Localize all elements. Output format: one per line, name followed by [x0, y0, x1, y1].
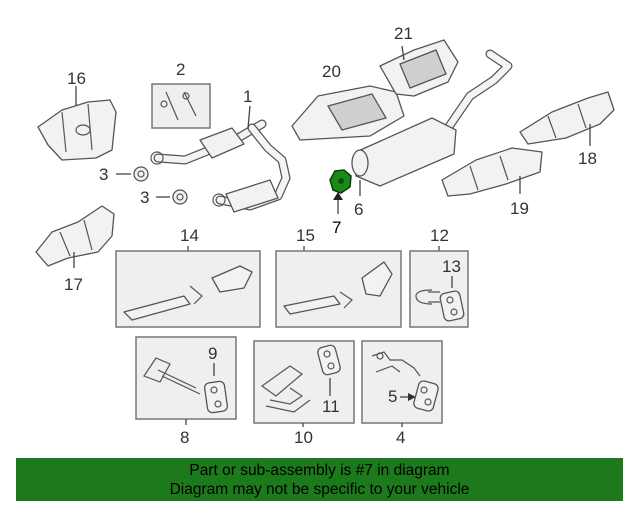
part-18-heat-shield[interactable] — [519, 91, 615, 145]
part-15-shields — [283, 261, 393, 315]
callout-6: 6 — [354, 200, 363, 219]
part-12-u-bolt — [415, 289, 440, 305]
callout-1: 1 — [243, 87, 252, 106]
part-3-nut-upper[interactable] — [133, 166, 149, 182]
part-14-shields — [123, 265, 253, 321]
callout-12: 12 — [430, 226, 449, 245]
callout-8: 8 — [180, 428, 189, 447]
part-4-hanger — [371, 351, 421, 377]
part-2-bolts — [160, 91, 197, 121]
part-6-muffler[interactable] — [351, 49, 513, 187]
callout-11: 11 — [322, 397, 340, 416]
callout-4: 4 — [396, 428, 405, 447]
part-3-nut-lower[interactable] — [172, 189, 188, 205]
part-1-catalytic-y-pipe[interactable] — [150, 119, 291, 213]
callout-7: 7 — [332, 218, 341, 237]
callout-19: 19 — [510, 199, 529, 218]
part-11-isolator[interactable] — [317, 344, 342, 376]
callout-13: 13 — [442, 257, 461, 276]
part-2-bolts-box[interactable] — [151, 83, 211, 129]
callout-15: 15 — [296, 226, 315, 245]
callout-3a: 3 — [99, 165, 108, 184]
part-20-heat-shield[interactable] — [291, 85, 405, 141]
arrow-7 — [333, 192, 343, 200]
callout-18: 18 — [578, 149, 597, 168]
info-banner: Part or sub-assembly is #7 in diagram Di… — [16, 458, 623, 501]
part-9-isolator[interactable] — [204, 380, 228, 414]
callout-9: 9 — [208, 344, 217, 363]
part-5-isolator[interactable] — [413, 380, 440, 412]
callout-3b: 3 — [140, 188, 149, 207]
callout-14: 14 — [180, 226, 199, 245]
part-16-heat-shield[interactable] — [37, 99, 117, 161]
part-7-highlighted-hanger[interactable] — [329, 169, 352, 194]
leader-1 — [247, 105, 251, 129]
leader-21 — [401, 45, 405, 61]
callout-21: 21 — [394, 24, 413, 43]
part-19-heat-shield[interactable] — [441, 147, 543, 197]
arrow-5 — [408, 393, 416, 401]
callout-17: 17 — [64, 275, 83, 294]
part-8-bracket — [143, 357, 201, 395]
part-17-heat-shield[interactable] — [35, 205, 115, 267]
callout-10: 10 — [294, 428, 313, 447]
callout-20: 20 — [322, 62, 341, 81]
callout-2: 2 — [176, 60, 185, 79]
part-13-isolator[interactable] — [439, 290, 465, 322]
part-10-hanger — [260, 365, 311, 413]
banner-line-1: Part or sub-assembly is #7 in diagram — [189, 462, 450, 479]
callout-16: 16 — [67, 69, 86, 88]
part-21-heat-shield[interactable] — [379, 39, 459, 97]
callout-5: 5 — [388, 387, 397, 406]
banner-line-2: Diagram may not be specific to your vehi… — [169, 481, 470, 498]
